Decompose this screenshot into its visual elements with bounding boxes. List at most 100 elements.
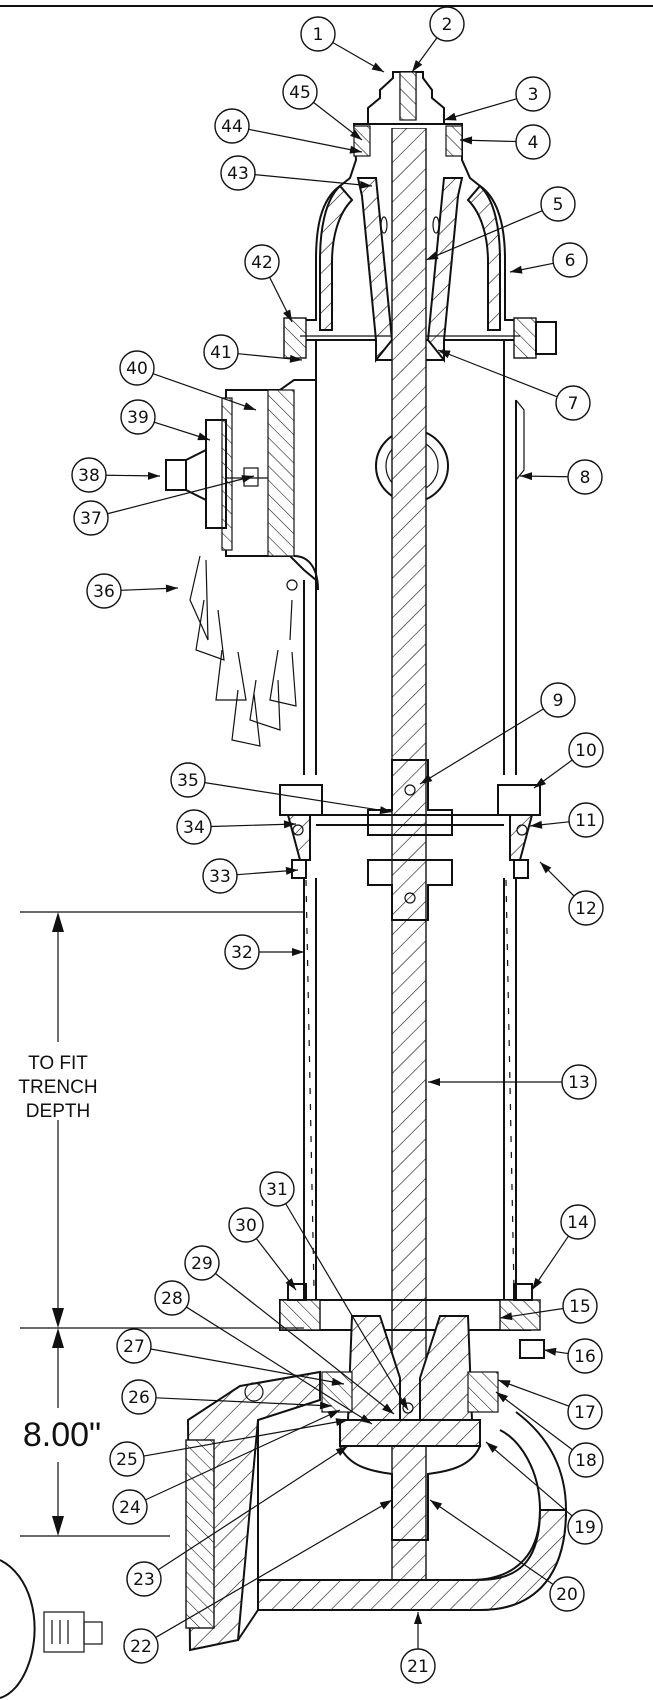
callout-number-40: 40	[126, 359, 148, 379]
callout-number-33: 33	[209, 867, 231, 887]
callout-number-14: 14	[567, 1213, 589, 1233]
callout-number-16: 16	[574, 1347, 596, 1367]
leader-arrow-28	[359, 1414, 372, 1424]
leader-line-43	[254, 174, 373, 187]
callout-number-24: 24	[119, 1498, 141, 1518]
leader-line-7	[437, 349, 558, 398]
leader-arrow-36	[165, 584, 178, 593]
callout-circle-27	[116, 1328, 152, 1364]
leader-arrow-44	[349, 145, 362, 154]
callout-29: 29	[184, 1245, 395, 1415]
callout-number-23: 23	[133, 1570, 155, 1590]
leader-arrow-23	[335, 1446, 348, 1456]
callout-circle-41	[203, 334, 239, 370]
leader-arrow-38	[147, 471, 160, 480]
callout-circle-1	[300, 16, 336, 52]
callout-35: 35	[170, 762, 393, 815]
callout-number-25: 25	[116, 1450, 138, 1470]
callout-circle-39	[120, 399, 156, 435]
callout-number-4: 4	[528, 133, 539, 153]
detail-cap-outline	[0, 1559, 103, 1699]
callout-9: 9	[419, 682, 576, 785]
callout-number-10: 10	[575, 741, 597, 761]
leader-arrow-20	[430, 1500, 443, 1511]
callout-circle-12	[568, 890, 604, 926]
callout-circle-37	[73, 500, 109, 536]
callout-circle-31	[259, 1171, 295, 1207]
leader-arrow-4	[460, 136, 473, 145]
callout-circle-33	[202, 858, 238, 894]
leader-line-44	[248, 128, 363, 153]
leader-arrow-31	[398, 1397, 408, 1410]
leader-arrow-7	[438, 350, 451, 359]
leader-arrow-15	[500, 1312, 513, 1321]
callout-number-12: 12	[575, 899, 597, 919]
callout-number-7: 7	[568, 394, 579, 414]
callout-number-1: 1	[313, 25, 324, 45]
callout-33: 33	[202, 858, 299, 894]
leader-arrow-41	[289, 354, 302, 363]
callout-number-11: 11	[575, 811, 597, 831]
leader-line-3	[443, 98, 517, 121]
callout-26: 26	[121, 1379, 333, 1415]
breakaway-flange	[279, 784, 541, 879]
callout-circle-34	[176, 809, 212, 845]
callout-circle-44	[214, 108, 250, 144]
callout-circle-9	[540, 682, 576, 718]
callout-circle-6	[552, 242, 588, 278]
leader-arrow-29	[382, 1403, 394, 1414]
leader-line-25	[143, 1419, 349, 1457]
leader-arrow-22	[379, 1500, 392, 1510]
callout-circle-29	[184, 1245, 220, 1281]
trench-dimension	[20, 911, 304, 1537]
callout-27: 27	[116, 1328, 345, 1386]
callout-20: 20	[429, 1499, 585, 1612]
callout-number-22: 22	[130, 1637, 152, 1657]
callout-number-43: 43	[227, 164, 249, 184]
callout-circle-36	[86, 573, 122, 609]
callout-circle-13	[561, 1064, 597, 1100]
callout-circle-4	[515, 124, 551, 160]
callout-39: 39	[120, 399, 211, 441]
callout-10: 10	[533, 732, 604, 789]
callout-number-27: 27	[123, 1337, 145, 1357]
bonnet	[299, 123, 521, 363]
leader-line-18	[495, 1391, 573, 1451]
callout-number-29: 29	[191, 1254, 213, 1274]
callout-number-5: 5	[553, 195, 564, 215]
callout-circle-38	[71, 457, 107, 493]
callout-number-8: 8	[580, 468, 591, 488]
callout-circle-24	[112, 1489, 148, 1525]
callout-circle-45	[282, 74, 318, 110]
leader-line-22	[155, 1499, 393, 1638]
callout-38: 38	[71, 457, 161, 493]
callout-16: 16	[543, 1338, 603, 1374]
leader-arrow-1	[371, 62, 384, 72]
callout-19: 19	[485, 1441, 603, 1545]
callout-circle-5	[540, 186, 576, 222]
leader-arrow-26	[319, 1401, 332, 1410]
callout-37: 37	[73, 475, 255, 536]
callout-24: 24	[112, 1409, 341, 1525]
callout-number-3: 3	[528, 85, 539, 105]
callout-number-31: 31	[266, 1180, 288, 1200]
callout-15: 15	[499, 1288, 598, 1324]
callout-circle-10	[568, 732, 604, 768]
leader-line-5	[425, 210, 543, 261]
cap-chain	[189, 555, 297, 747]
callout-28: 28	[154, 1280, 373, 1425]
callout-circle-8	[567, 459, 603, 495]
leader-arrow-30	[285, 1278, 296, 1290]
leader-arrow-21	[414, 1612, 422, 1624]
leader-line-23	[157, 1445, 349, 1571]
callout-42: 42	[244, 244, 293, 323]
leader-arrow-16	[544, 1347, 557, 1356]
leader-line-27	[150, 1348, 345, 1385]
callout-number-35: 35	[177, 771, 199, 791]
callout-40: 40	[119, 350, 257, 411]
leader-line-31	[285, 1203, 409, 1411]
leader-arrow-17	[498, 1380, 511, 1388]
leader-arrow-32	[292, 948, 304, 956]
